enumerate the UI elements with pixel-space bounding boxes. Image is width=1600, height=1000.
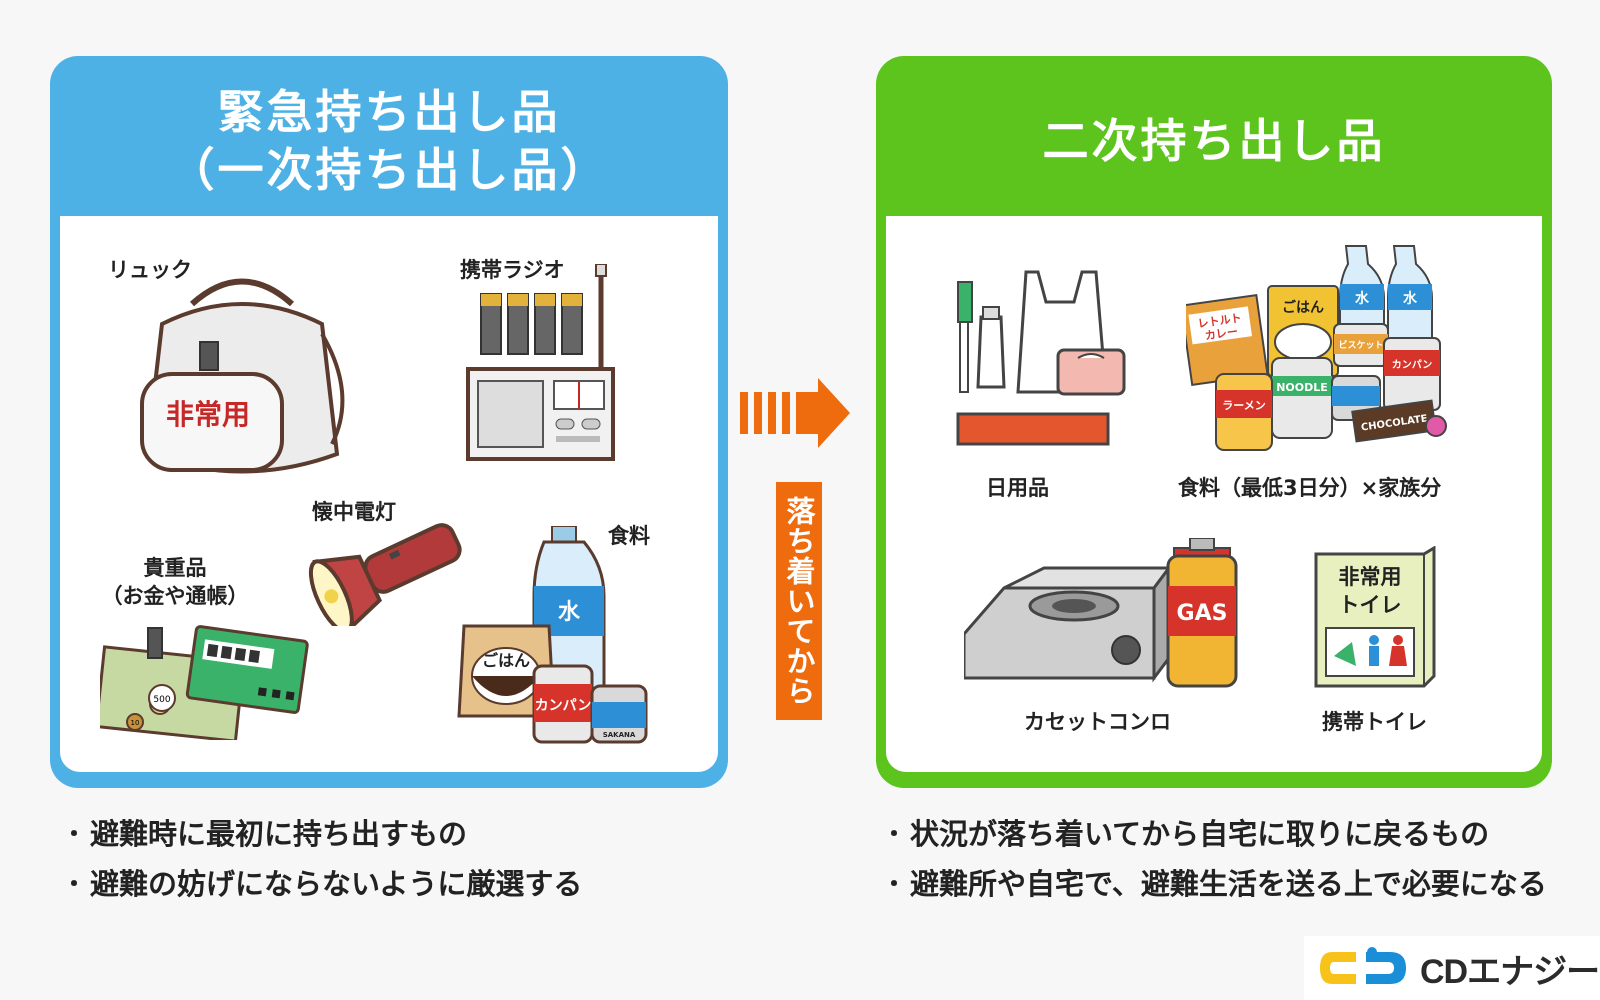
stockpile-food-icon: 水 水 レトルトカレー ごはん ビスケット カンパン NOODLE ラーメン xyxy=(1186,245,1447,451)
portable-toilet-icon: 非常用 トイレ xyxy=(1314,546,1436,688)
noodle-text: NOODLE xyxy=(1276,381,1328,394)
water-bottle-2-text: 水 xyxy=(1403,290,1418,307)
after-settling-label: 落ち着いてから xyxy=(776,482,822,720)
toilet-box-line1: 非常用 xyxy=(1339,565,1402,589)
cd-energy-logo-icon xyxy=(1320,947,1406,984)
daily-goods-label: 日用品 xyxy=(986,476,1049,500)
gas-can-text: GAS xyxy=(1177,601,1228,626)
secondary-note-1: 状況が落ち着いてから自宅に取りに戻るもの xyxy=(882,814,1578,854)
primary-panel-body: リュック 非常用 携帯ラジオ xyxy=(60,216,718,772)
cd-energy-logo: CDエナジー xyxy=(1304,936,1600,1000)
emergency-food-icon: 水 ごはん カンパン SAKANA xyxy=(457,526,648,744)
kanpan-right-text: カンパン xyxy=(1392,359,1433,371)
tuna-can-text: SAKANA xyxy=(603,731,636,739)
backpack-label: リュック xyxy=(108,258,192,282)
food-label-left: 食料 xyxy=(608,524,650,548)
flashlight-label: 懐中電灯 xyxy=(312,500,396,524)
primary-note-2: 避難の妨げにならないように厳選する xyxy=(62,864,708,904)
portable-radio-icon xyxy=(466,264,615,461)
secondary-notes-list: 状況が落ち着いてから自宅に取りに戻るもの 避難所や自宅で、避難生活を送る上で必要… xyxy=(882,814,1578,914)
primary-panel-subtitle: （一次持ち出し品） xyxy=(168,143,610,197)
portable-toilet-label: 携帯トイレ xyxy=(1322,710,1427,734)
radio-label: 携帯ラジオ xyxy=(460,258,565,282)
coin-10-text: 10 xyxy=(131,719,140,727)
rice-pack-text: ごはん xyxy=(482,651,530,670)
biscuit-text: ビスケット xyxy=(1338,339,1383,351)
cassette-stove-label: カセットコンロ xyxy=(1024,710,1171,734)
backpack-tag-text: 非常用 xyxy=(166,398,250,431)
rice-bag-text: ごはん xyxy=(1282,299,1324,316)
coin-500-text: 500 xyxy=(153,695,170,705)
toilet-box-line2: トイレ xyxy=(1339,593,1402,617)
secondary-panel-title: 二次持ち出し品 xyxy=(1042,114,1386,168)
primary-panel-header: 緊急持ち出し品 （一次持ち出し品） xyxy=(60,66,718,216)
ramen-text: ラーメン xyxy=(1222,399,1266,412)
valuables-label: 貴重品 （お金や通帳） xyxy=(90,554,260,610)
daily-goods-icon xyxy=(956,270,1126,446)
wallet-bankbook-icon: 500 10 xyxy=(100,625,309,740)
primary-note-1: 避難時に最初に持ち出すもの xyxy=(62,814,708,854)
flashlight-icon xyxy=(308,523,462,626)
valuables-label-main: 貴重品 xyxy=(143,556,207,580)
food-stock-label: 食料（最低3日分）×家族分 xyxy=(1178,476,1442,500)
curry-text: レトルトカレー xyxy=(1197,311,1244,343)
primary-emergency-items-panel: 緊急持ち出し品 （一次持ち出し品） リュック 非常用 携帯ラジオ xyxy=(50,56,728,788)
transition-arrow-icon xyxy=(740,378,850,448)
logo-text: CDエナジー xyxy=(1420,952,1600,991)
valuables-label-sub: （お金や通帳） xyxy=(101,584,249,608)
secondary-panel-header: 二次持ち出し品 xyxy=(886,66,1542,216)
secondary-items-panel: 二次持ち出し品 日用品 水 水 レトルトカレー ごはん xyxy=(876,56,1552,788)
water-bottle-text: 水 xyxy=(558,600,581,625)
primary-panel-title: 緊急持ち出し品 xyxy=(217,85,561,139)
water-bottle-1-text: 水 xyxy=(1355,290,1370,307)
kanpan-can-text: カンパン xyxy=(535,698,592,714)
cassette-stove-icon: GAS xyxy=(964,538,1238,688)
secondary-panel-body: 日用品 水 水 レトルトカレー ごはん ビスケット カンパン NOODLE xyxy=(886,216,1542,772)
backpack-icon: 非常用 xyxy=(140,278,345,474)
secondary-note-2: 避難所や自宅で、避難生活を送る上で必要になる xyxy=(882,864,1578,904)
primary-notes-list: 避難時に最初に持ち出すもの 避難の妨げにならないように厳選する xyxy=(62,814,708,914)
